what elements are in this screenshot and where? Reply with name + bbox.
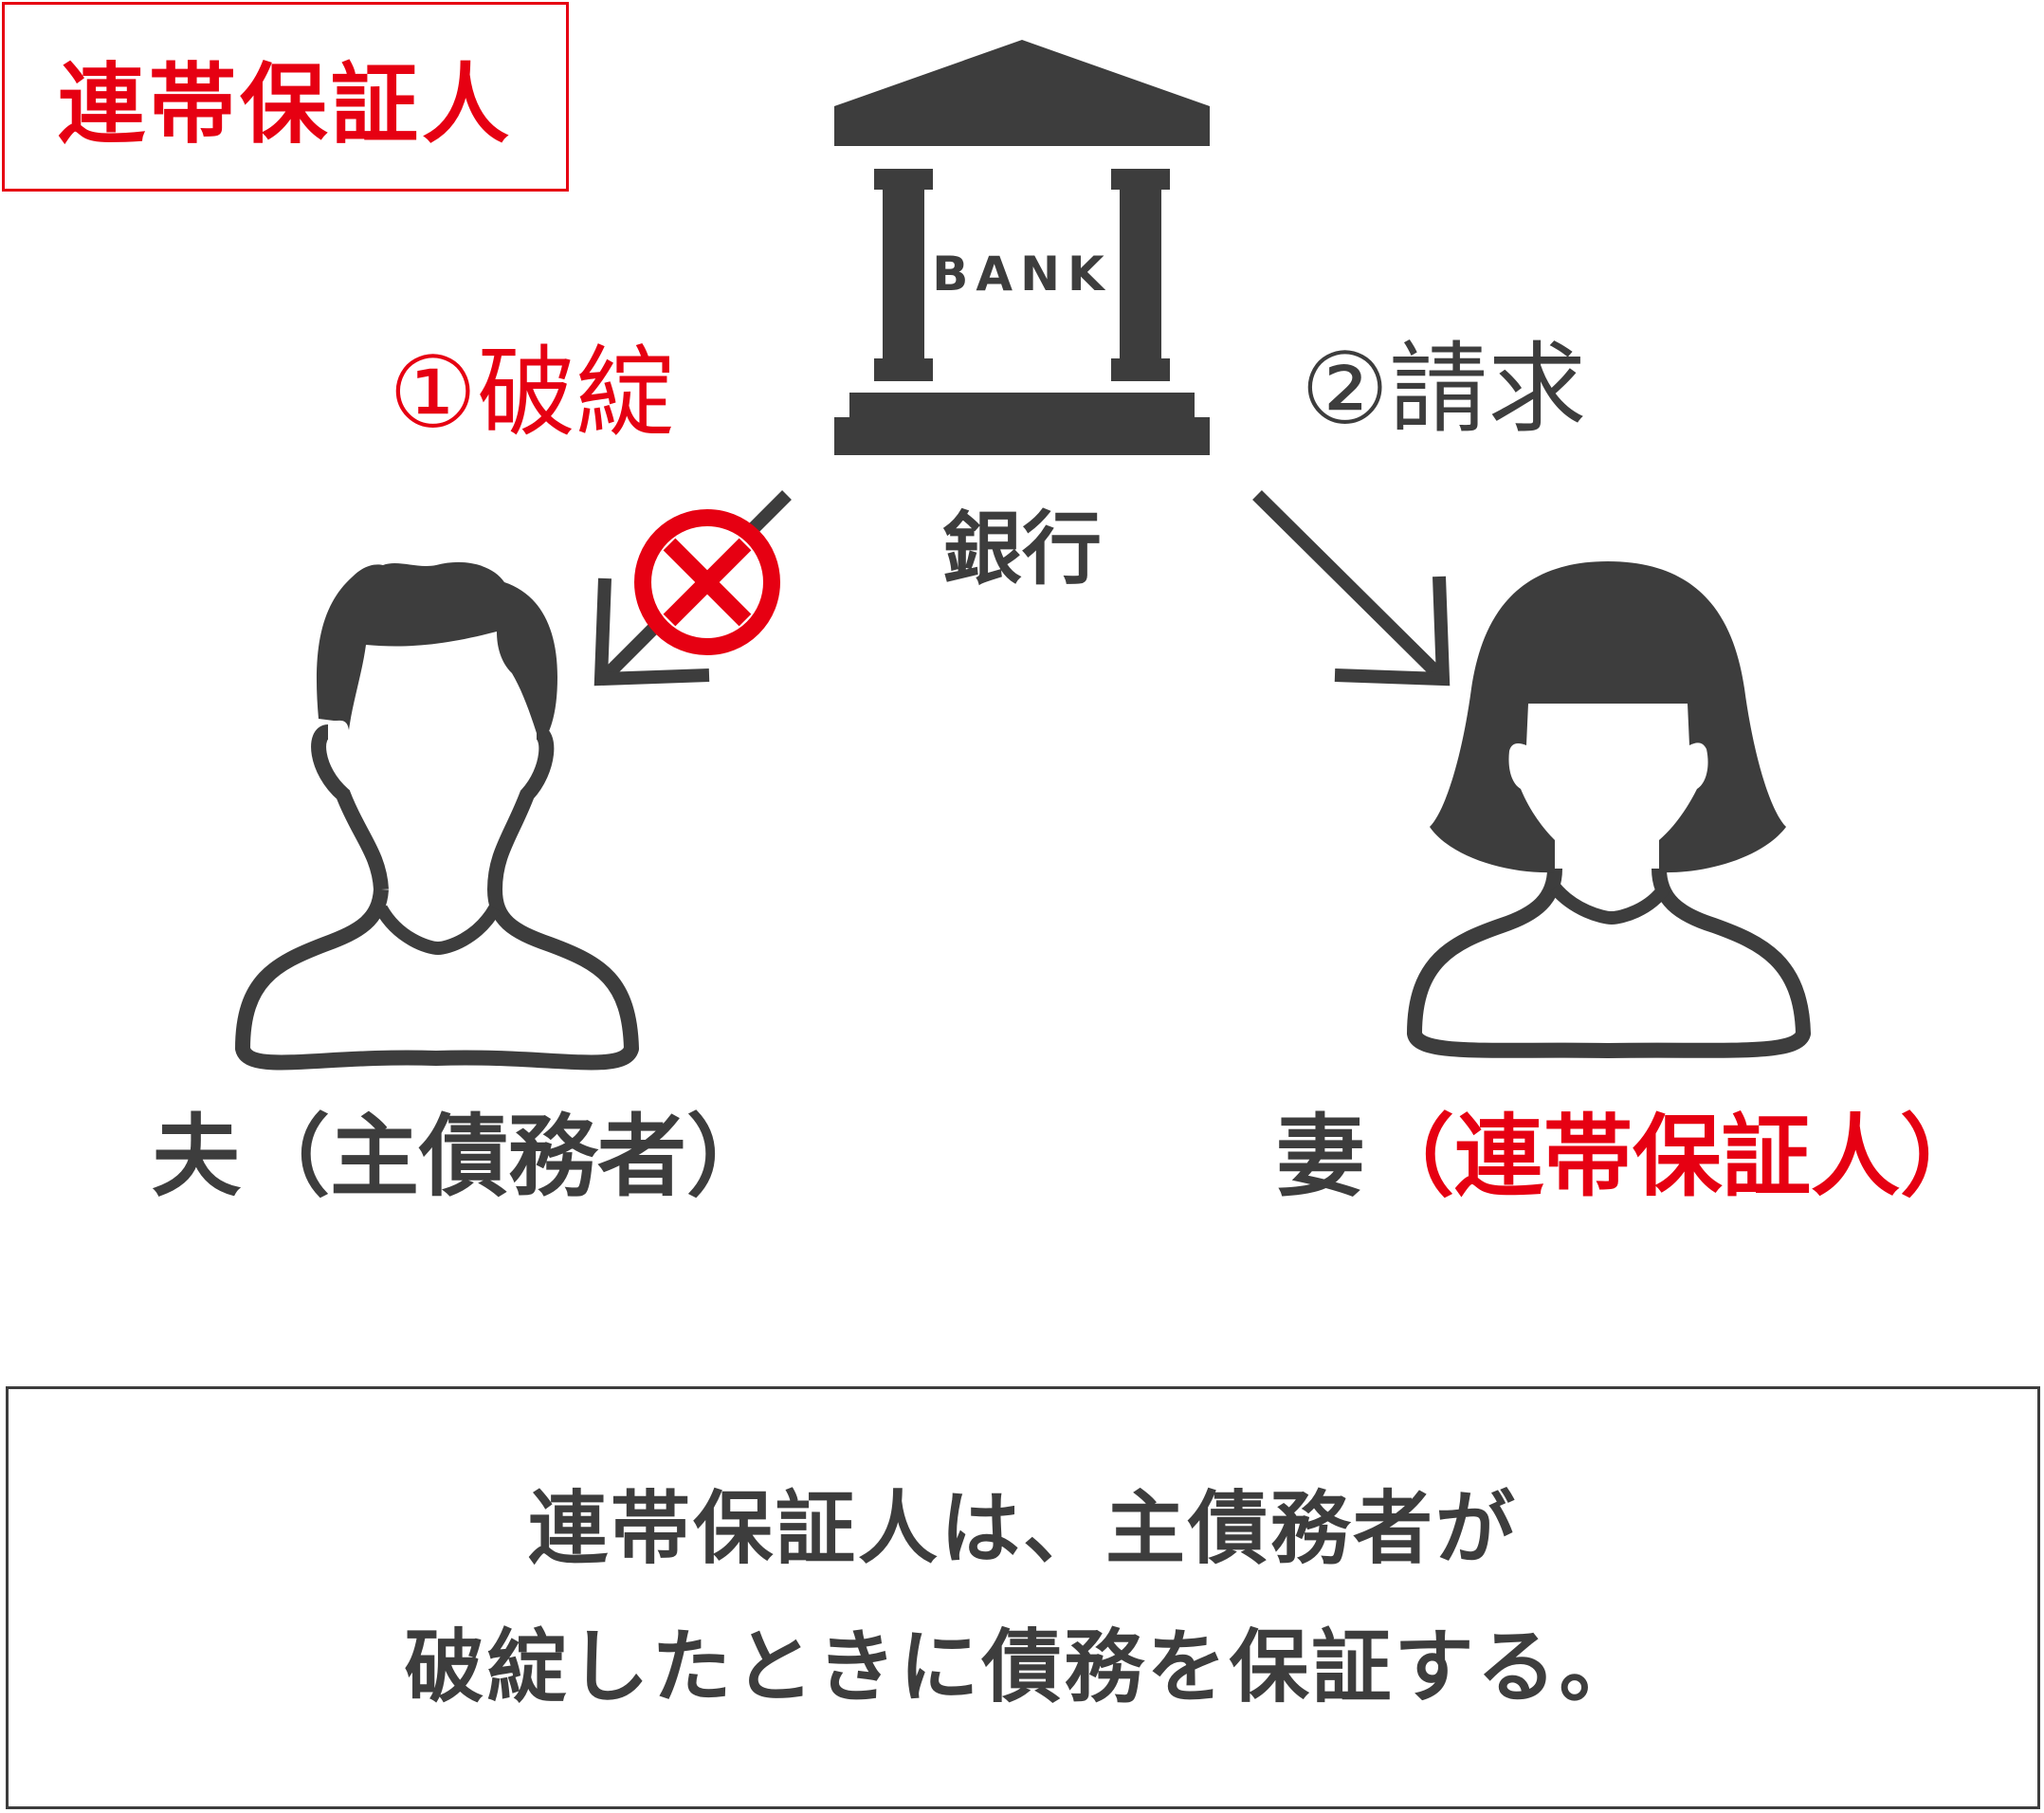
wife-name: 妻: [1276, 1106, 1365, 1209]
title-box: 連帯保証人: [2, 2, 569, 192]
wife-label: 妻（連帯保証人）: [1276, 1106, 1989, 1209]
wife-role: （連帯保証人）: [1365, 1106, 1989, 1209]
bank-column-right-cap: [1111, 169, 1170, 190]
husband-label: 夫（主債務者）: [152, 1106, 776, 1209]
step1-label: ①破綻: [389, 335, 674, 450]
bank-step-lower: [834, 417, 1210, 455]
husband-collar: [374, 905, 502, 956]
bank-sign: BANK: [932, 247, 1111, 302]
wife-collar: [1549, 883, 1670, 925]
summary-line-2: 破綻したときに債務を保証する。: [404, 1621, 1642, 1713]
arrow-to-wife-shaft: [1252, 490, 1446, 682]
husband-face: [311, 724, 555, 890]
wife-hair: [1430, 561, 1786, 873]
summary-box: 連帯保証人は、主債務者が 破綻したときに債務を保証する。: [6, 1386, 2040, 1809]
diagram-title: 連帯保証人: [57, 53, 513, 156]
arrow-to-wife: [1252, 490, 1451, 687]
arrow-to-wife-head: [1334, 576, 1451, 687]
bank-label: 銀行: [942, 503, 1102, 595]
husband-hair: [316, 561, 557, 745]
summary-line-1: 連帯保証人は、主債務者が: [527, 1482, 1518, 1575]
husband-icon: [235, 561, 639, 1071]
arrow-to-husband-head: [593, 577, 710, 687]
husband-name: 夫: [152, 1106, 242, 1209]
wife-icon: [1407, 561, 1811, 1058]
husband-body: [235, 888, 639, 1071]
step2-label: ②請求: [1301, 331, 1586, 447]
bank-roof: [834, 40, 1210, 106]
prohibited-cross-b: [663, 538, 752, 627]
bank-column-right: [1120, 190, 1161, 358]
bank-column-left-base: [874, 358, 933, 381]
prohibited-icon: [634, 509, 780, 655]
wife-body: [1407, 868, 1811, 1058]
bank-column-left: [883, 190, 924, 358]
bank-step-upper: [849, 393, 1195, 417]
bank-column-left-cap: [874, 169, 933, 190]
bank-column-right-base: [1111, 358, 1170, 381]
bank-icon: BANK: [834, 40, 1210, 455]
bank-entablature: [834, 106, 1210, 146]
husband-role: （主債務者）: [241, 1106, 776, 1209]
